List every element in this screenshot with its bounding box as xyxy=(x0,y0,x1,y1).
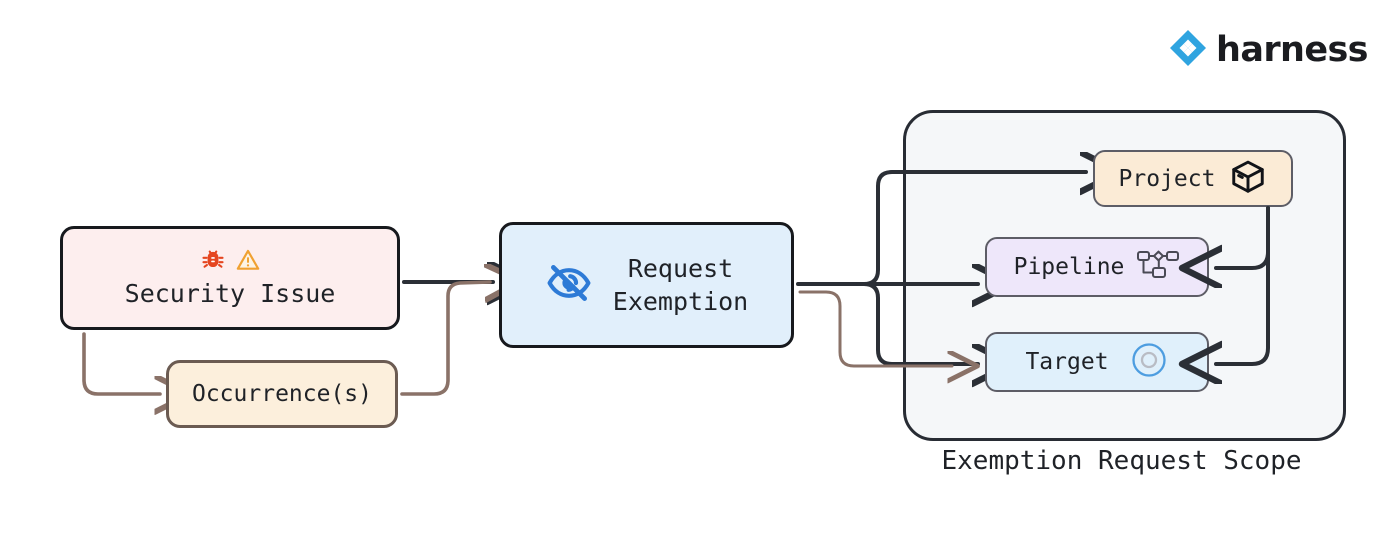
bug-icon xyxy=(200,247,226,277)
node-pipeline[interactable]: Pipeline xyxy=(985,237,1209,297)
node-occurrences[interactable]: Occurrence(s) xyxy=(166,360,398,428)
node-request-exemption[interactable]: Request Exemption xyxy=(499,222,794,348)
eye-off-icon xyxy=(545,259,593,311)
node-occurrences-label: Occurrence(s) xyxy=(191,381,372,407)
harness-diamond-logo-icon xyxy=(1168,28,1208,72)
node-target[interactable]: Target xyxy=(985,332,1209,392)
node-project[interactable]: Project xyxy=(1093,150,1293,207)
warning-triangle-icon xyxy=(235,247,261,277)
harness-brand: harness xyxy=(1168,28,1369,72)
scope-caption: Exemption Request Scope xyxy=(941,446,1302,476)
edge-occurrences-to-request-exemption xyxy=(400,282,490,396)
brand-name: harness xyxy=(1216,29,1369,70)
target-circle-icon xyxy=(1129,340,1169,384)
security-issue-icon-row xyxy=(200,248,261,276)
pipeline-nodes-icon xyxy=(1136,249,1180,285)
cube-icon xyxy=(1229,158,1267,200)
node-project-label: Project xyxy=(1118,165,1216,192)
node-target-label: Target xyxy=(1025,349,1109,375)
node-pipeline-label: Pipeline xyxy=(1013,254,1125,280)
node-security-issue[interactable]: Security Issue xyxy=(60,226,400,330)
node-security-issue-label: Security Issue xyxy=(124,279,336,309)
node-request-exemption-label: Request Exemption xyxy=(612,254,749,316)
edge-security-issue-to-occurrences xyxy=(82,332,160,394)
